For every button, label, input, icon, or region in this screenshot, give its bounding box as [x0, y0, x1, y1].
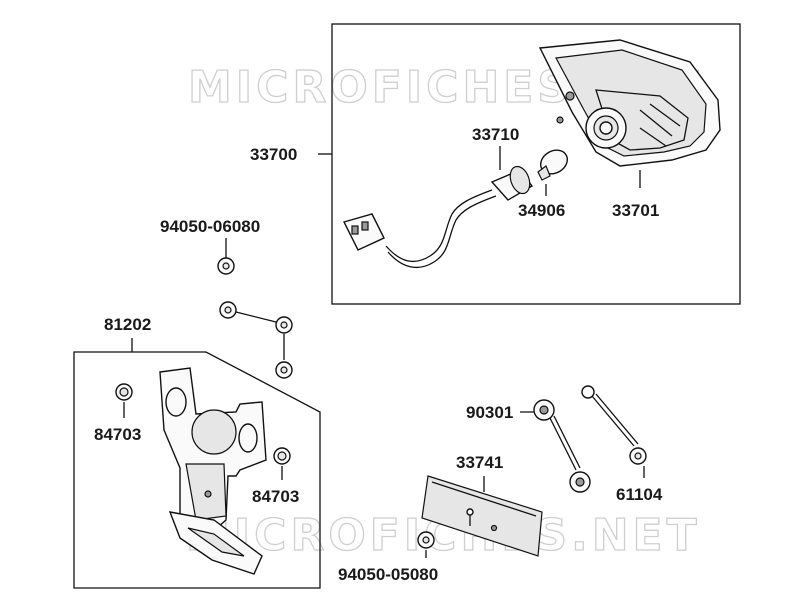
bulb[interactable]: [536, 145, 571, 181]
cushion-right[interactable]: [273, 447, 291, 465]
reflector-nut[interactable]: [417, 531, 435, 549]
tail-light-assembly-box: [331, 23, 741, 305]
tail-light-housing[interactable]: [538, 39, 721, 167]
label-61104[interactable]: 61104: [616, 485, 663, 504]
label-94050-06080[interactable]: 94050-06080: [160, 217, 260, 236]
label-94050-05080[interactable]: 94050-05080: [338, 565, 438, 584]
label-33741[interactable]: 33741: [456, 453, 503, 472]
cushion-left[interactable]: [115, 383, 133, 401]
grommet-nut-screw[interactable]: [533, 399, 591, 493]
label-34906[interactable]: 34906: [518, 201, 565, 220]
label-90301[interactable]: 90301: [466, 403, 513, 422]
label-33710[interactable]: 33710: [472, 125, 519, 144]
label-84703-left[interactable]: 84703: [94, 425, 141, 444]
label-33701[interactable]: 33701: [612, 201, 659, 220]
collar-screw[interactable]: [581, 385, 647, 465]
reflector[interactable]: [421, 475, 543, 557]
bracket-box: [73, 351, 321, 589]
license-bracket[interactable]: [159, 367, 267, 575]
bolt-set[interactable]: [217, 257, 293, 379]
label-33700[interactable]: 33700: [250, 145, 297, 164]
label-81202[interactable]: 81202: [104, 315, 151, 334]
label-84703-right[interactable]: 84703: [252, 487, 299, 506]
bulb-socket-harness[interactable]: [342, 164, 534, 269]
